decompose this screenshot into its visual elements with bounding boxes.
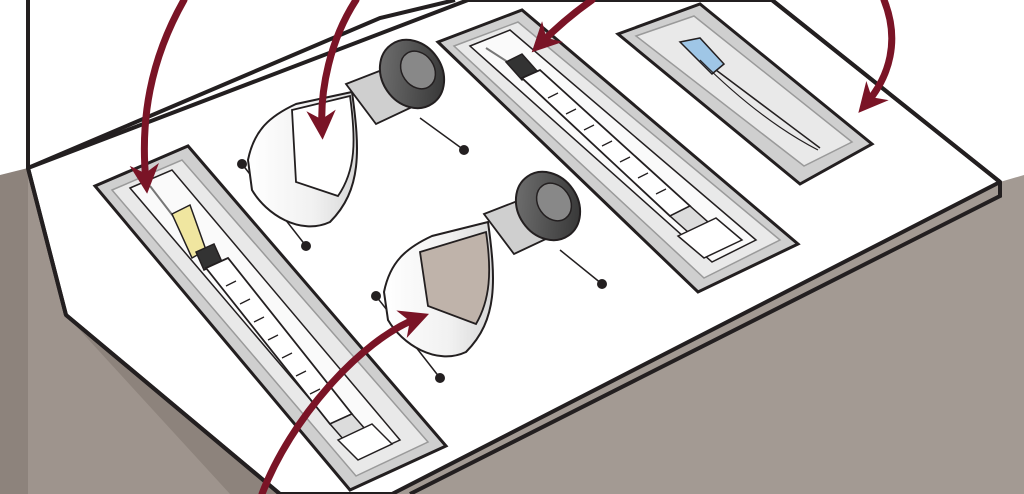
arrow-to-prefilled-syringe (129, 0, 188, 194)
arrow-to-empty-syringe (531, 0, 596, 53)
callout-arrows (129, 0, 896, 494)
arrow-to-needle-pack (858, 0, 896, 113)
arrow-to-upper-vial (306, 0, 360, 140)
needle-icon (678, 37, 821, 151)
well-prefilled-syringe (92, 144, 449, 492)
arrow-to-lower-vial (258, 310, 429, 494)
syringe-icon (149, 185, 394, 461)
well-needle-pack (615, 2, 875, 186)
well-empty-syringe (435, 8, 801, 294)
vial-label (418, 230, 491, 326)
syringe-icon (485, 47, 744, 259)
